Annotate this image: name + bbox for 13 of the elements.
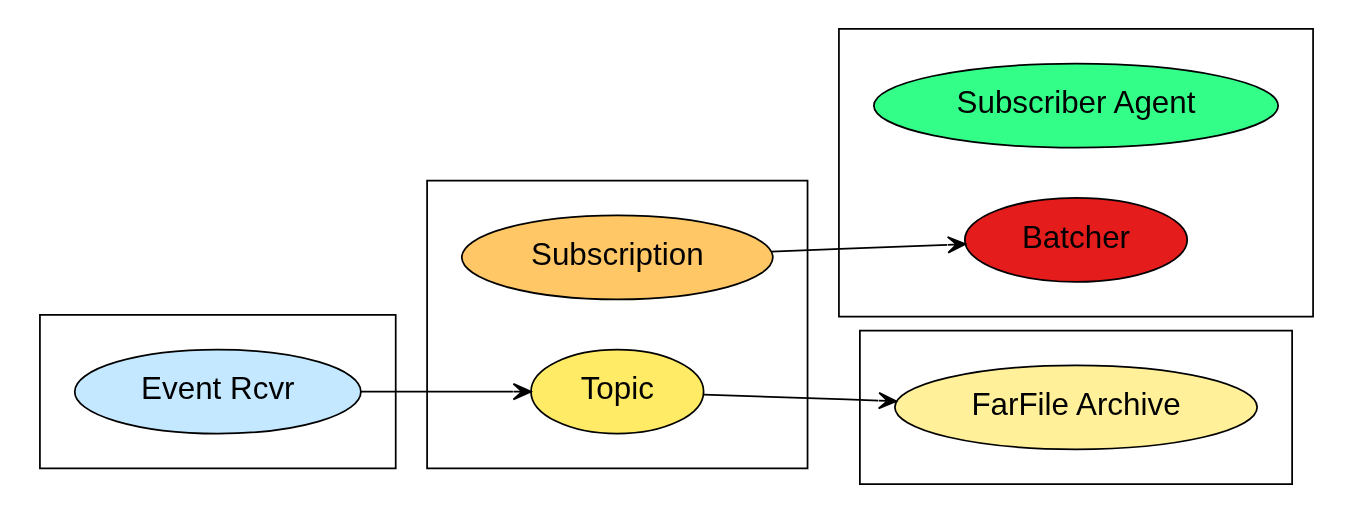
- arrow: [360, 382, 532, 401]
- node-ellipse: Topic: [530, 348, 705, 435]
- arrow: [702, 391, 898, 410]
- node-ellipse: Subscription: [460, 214, 774, 301]
- cluster: [39, 314, 397, 470]
- node-ellipse: Subscriber Agent: [873, 62, 1279, 149]
- arrow: [770, 236, 967, 254]
- node-ellipse: FarFile Archive: [894, 364, 1259, 451]
- node-ellipse: Event Rcvr: [73, 348, 362, 435]
- cluster: [426, 179, 809, 470]
- cluster: [838, 28, 1314, 318]
- node-ellipse: Batcher: [963, 197, 1189, 283]
- cluster: [859, 329, 1293, 485]
